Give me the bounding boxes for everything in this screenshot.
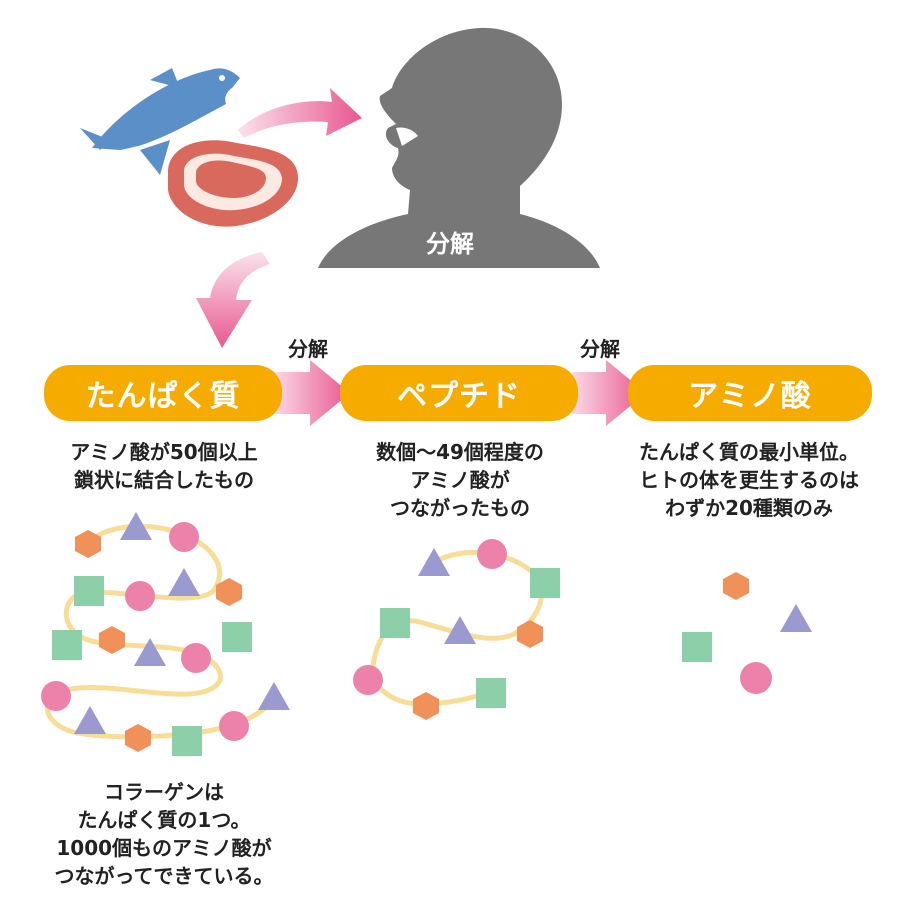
square-shape <box>172 726 202 756</box>
stage-label: アミノ酸 <box>688 379 812 414</box>
hexagon-shape <box>216 578 242 606</box>
triangle-shape <box>134 638 166 666</box>
caption-line: たんぱく質の最小単位。 <box>639 440 859 464</box>
curved-arrow-down <box>196 252 270 348</box>
caption-line: アミノ酸が <box>410 468 510 492</box>
circle-shape <box>125 581 155 611</box>
hexagon-shape <box>99 626 125 654</box>
fish-icon <box>78 68 240 175</box>
square-shape <box>380 608 410 638</box>
stage-label: ペプチド <box>397 379 521 414</box>
square-shape <box>52 630 82 660</box>
triangle-shape <box>168 568 200 596</box>
square-shape <box>682 632 712 662</box>
circle-shape <box>41 681 71 711</box>
caption-peptide: 数個〜49個程度の アミノ酸が つながったもの <box>320 438 600 522</box>
caption-protein: アミノ酸が50個以上 鎖状に結合したもの <box>24 438 304 494</box>
stage-pill-protein: たんぱく質 <box>44 365 282 421</box>
stage-pill-amino-acid: アミノ酸 <box>628 365 872 421</box>
circle-shape <box>169 522 199 552</box>
triangle-shape <box>780 604 812 632</box>
triangle-shape <box>120 512 152 540</box>
hexagon-shape <box>75 530 101 558</box>
note-line: コラーゲンは <box>104 780 224 804</box>
square-shape <box>530 568 560 598</box>
amino-acids <box>682 572 812 694</box>
triangle-shape <box>258 682 290 710</box>
caption-line: ヒトの体を更生するのは <box>639 468 859 492</box>
peptide-chain <box>353 539 560 720</box>
arrow-right-2 <box>572 360 646 426</box>
curved-arrow-to-mouth <box>238 88 362 138</box>
hexagon-shape <box>413 692 439 720</box>
stage-pill-peptide: ペプチド <box>340 365 578 421</box>
square-shape <box>74 576 104 606</box>
caption-line: アミノ酸が50個以上 <box>70 440 258 464</box>
stage-label: たんぱく質 <box>85 379 241 414</box>
circle-shape <box>477 539 507 569</box>
caption-line: つながったもの <box>390 496 530 520</box>
circle-shape <box>181 643 211 673</box>
head-silhouette-icon <box>318 27 600 268</box>
protein-chain <box>41 512 290 756</box>
square-shape <box>476 678 506 708</box>
meat-icon <box>168 140 299 227</box>
note-line: つながってできている。 <box>54 864 274 888</box>
head-decompose-label: 分解 <box>426 230 474 258</box>
caption-line: 鎖状に結合したもの <box>74 468 254 492</box>
caption-amino-acid: たんぱく質の最小単位。 ヒトの体を更生するのは わずか20種類のみ <box>604 438 894 522</box>
hexagon-shape <box>517 620 543 648</box>
collagen-note: コラーゲンは たんぱく質の1つ。 1000個ものアミノ酸が つながってできている… <box>24 778 304 890</box>
triangle-shape <box>444 616 476 644</box>
arrow-label-1: 分解 <box>288 337 328 361</box>
triangle-shape <box>74 706 106 734</box>
hexagon-shape <box>125 724 151 752</box>
circle-shape <box>219 711 249 741</box>
circle-shape <box>740 662 772 694</box>
square-shape <box>222 622 252 652</box>
arrow-right-1 <box>274 360 350 426</box>
arrow-label-2: 分解 <box>580 337 620 361</box>
note-line: たんぱく質の1つ。 <box>77 808 251 832</box>
hexagon-shape <box>723 572 749 600</box>
triangle-shape <box>418 548 450 576</box>
circle-shape <box>353 665 383 695</box>
caption-line: わずか20種類のみ <box>665 496 833 520</box>
note-line: 1000個ものアミノ酸が <box>56 836 272 860</box>
caption-line: 数個〜49個程度の <box>376 440 544 464</box>
